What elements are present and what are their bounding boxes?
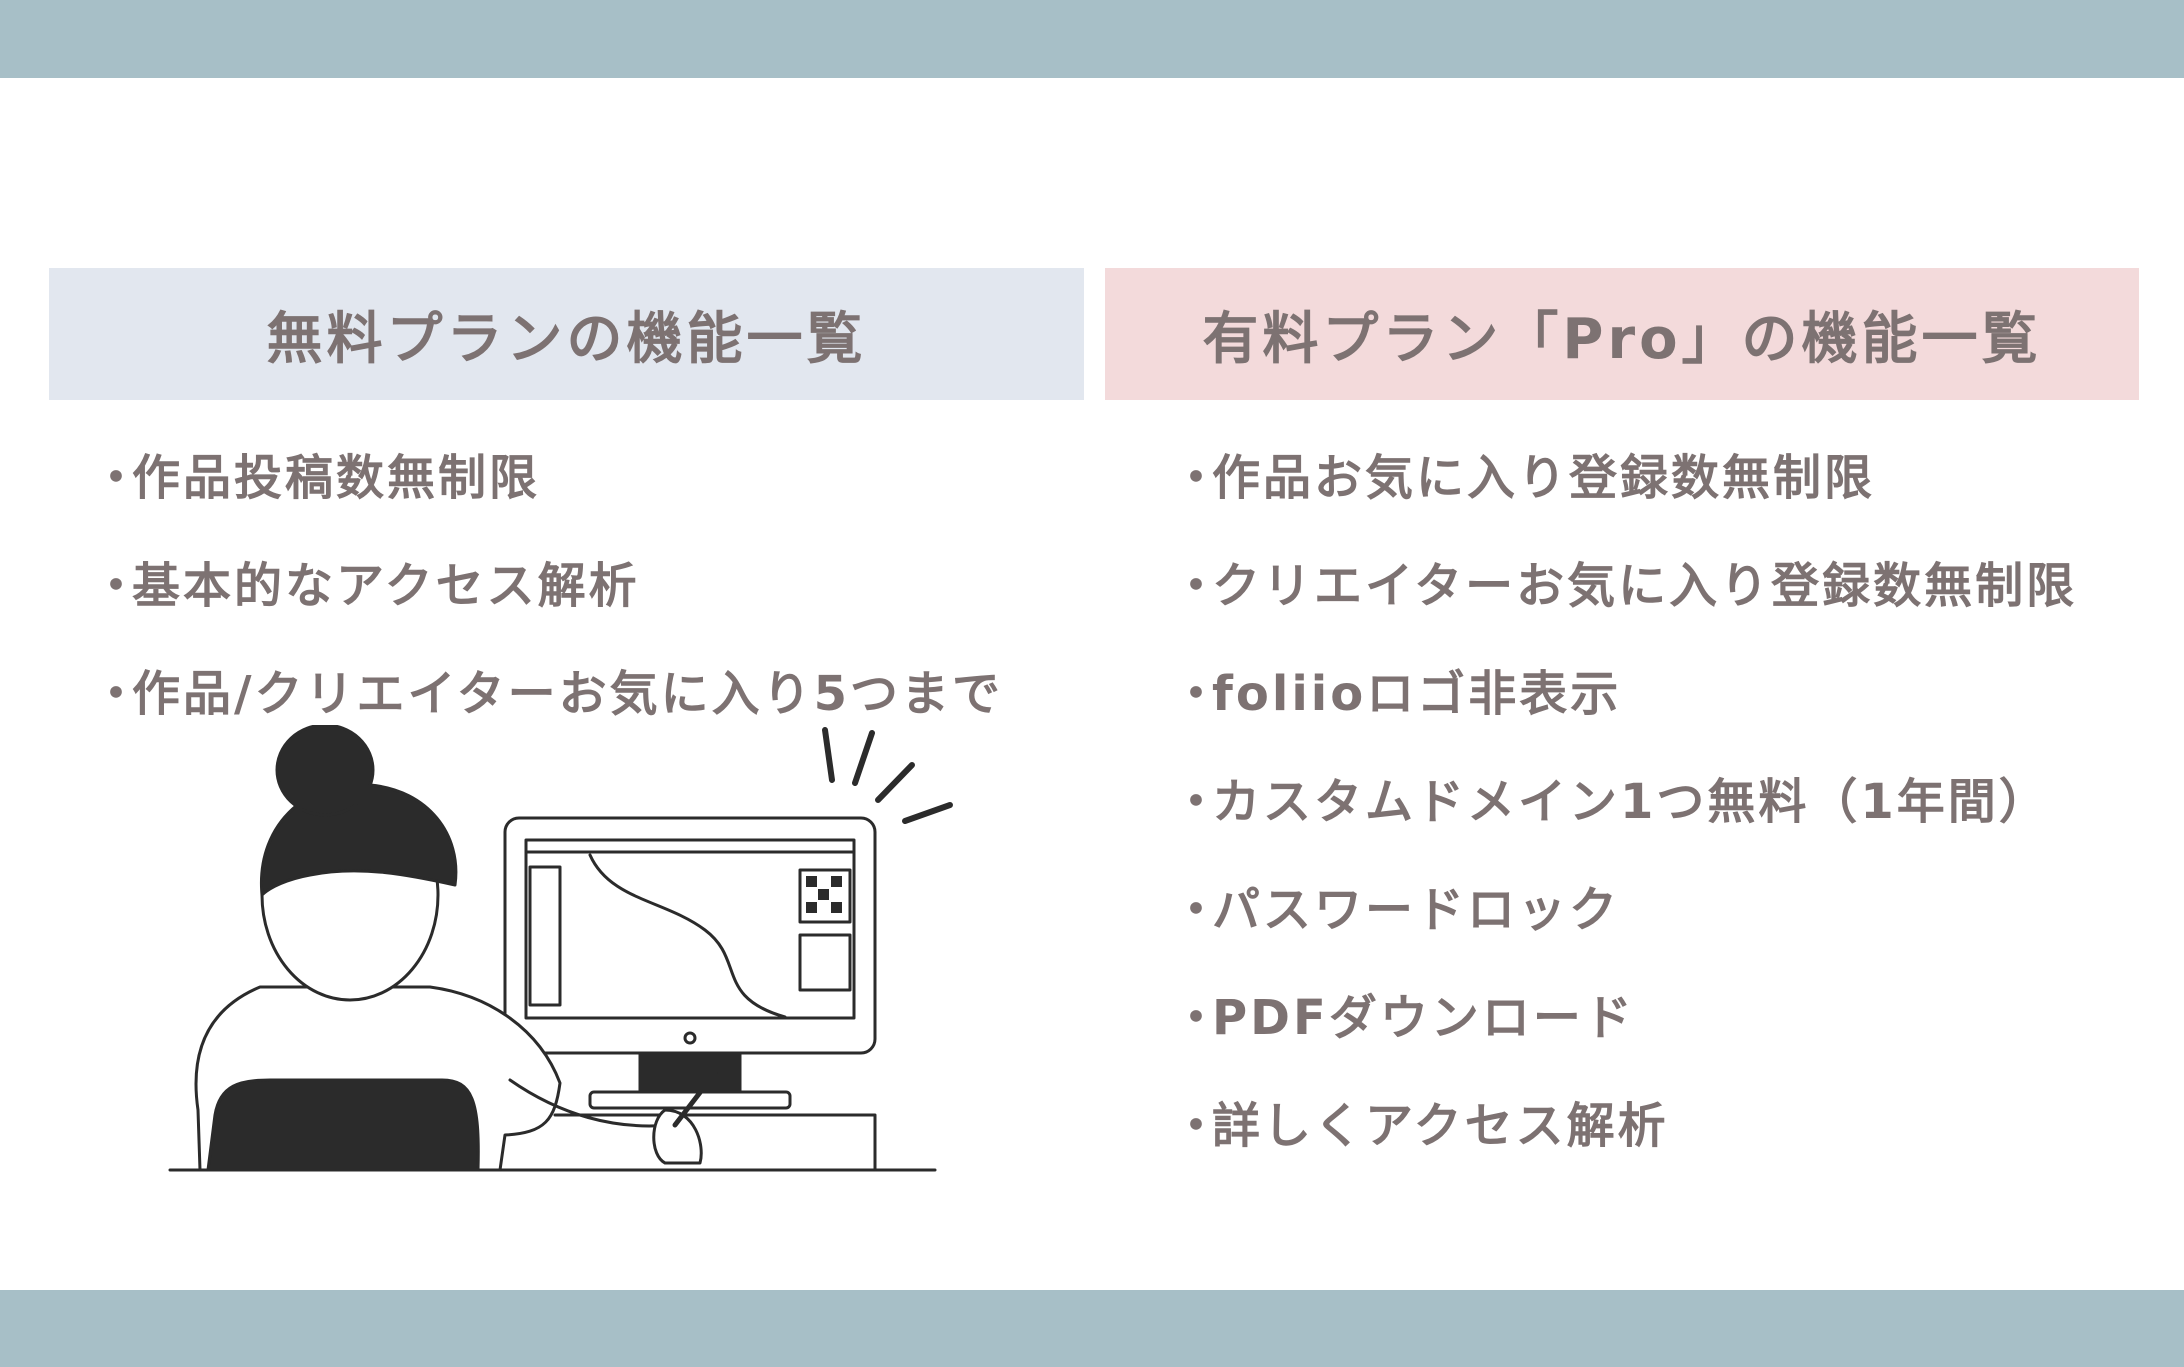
- pro-feature-item: ・ foliioロゴ非表示: [1172, 659, 2172, 767]
- bullet-icon: ・: [1172, 558, 1224, 614]
- bullet-icon: ・: [92, 666, 144, 722]
- screen-palette-icon: [806, 876, 842, 913]
- bullet-icon: ・: [1172, 882, 1224, 938]
- free-feature-label: 基本的なアクセス解析: [132, 558, 640, 614]
- pro-feature-label: PDFダウンロード: [1212, 990, 1635, 1046]
- pro-plan-header: 有料プラン「Pro」の機能一覧: [1105, 268, 2139, 400]
- free-plan-title: 無料プランの機能一覧: [266, 306, 867, 372]
- pro-feature-item: ・ クリエイターお気に入り登録数無制限: [1172, 551, 2172, 659]
- pro-plan-title: 有料プラン「Pro」の機能一覧: [1202, 306, 2042, 372]
- pro-feature-label: パスワードロック: [1212, 882, 1621, 938]
- pro-feature-item: ・ 詳しくアクセス解析: [1172, 1091, 2172, 1199]
- monitor-icon: [503, 816, 877, 1110]
- free-feature-label: 作品/クリエイターお気に入り5つまで: [132, 666, 1004, 722]
- pro-feature-item: ・ 作品お気に入り登録数無制限: [1172, 443, 2172, 551]
- pro-feature-label: 作品お気に入り登録数無制限: [1212, 450, 1876, 506]
- chair-icon: [206, 1078, 480, 1172]
- free-feature-item: ・ 作品/クリエイターお気に入り5つまで: [92, 659, 1092, 767]
- person-at-computer-illustration: [168, 725, 953, 1172]
- free-plan-feature-list: ・ 作品投稿数無制限 ・ 基本的なアクセス解析 ・ 作品/クリエイターお気に入り…: [92, 443, 1092, 767]
- pro-feature-item: ・ PDFダウンロード: [1172, 983, 2172, 1091]
- free-plan-header: 無料プランの機能一覧: [49, 268, 1084, 400]
- top-band: [0, 0, 2184, 78]
- pro-feature-label: カスタムドメイン1つ無料（1年間）: [1212, 774, 2050, 830]
- pro-plan-feature-list: ・ 作品お気に入り登録数無制限 ・ クリエイターお気に入り登録数無制限 ・ fo…: [1172, 443, 2172, 1199]
- free-feature-item: ・ 作品投稿数無制限: [92, 443, 1092, 551]
- excitement-marks-icon: [822, 727, 953, 824]
- bullet-icon: ・: [92, 558, 144, 614]
- bullet-icon: ・: [1172, 450, 1224, 506]
- pro-feature-item: ・ パスワードロック: [1172, 875, 2172, 983]
- bullet-icon: ・: [1172, 774, 1224, 830]
- bullet-icon: ・: [1172, 1098, 1224, 1154]
- pro-feature-label: 詳しくアクセス解析: [1212, 1098, 1669, 1154]
- bullet-icon: ・: [92, 450, 144, 506]
- free-feature-item: ・ 基本的なアクセス解析: [92, 551, 1092, 659]
- head-icon: [259, 725, 458, 1002]
- free-feature-label: 作品投稿数無制限: [132, 450, 541, 506]
- bullet-icon: ・: [1172, 666, 1224, 722]
- hand-stylus-icon: [508, 1070, 718, 1165]
- pro-feature-label: クリエイターお気に入り登録数無制限: [1212, 558, 2078, 614]
- pro-feature-item: ・ カスタムドメイン1つ無料（1年間）: [1172, 767, 2172, 875]
- pro-feature-label: foliioロゴ非表示: [1212, 666, 1622, 722]
- bottom-band: [0, 1290, 2184, 1367]
- bullet-icon: ・: [1172, 990, 1224, 1046]
- tablet-icon: [553, 1113, 877, 1172]
